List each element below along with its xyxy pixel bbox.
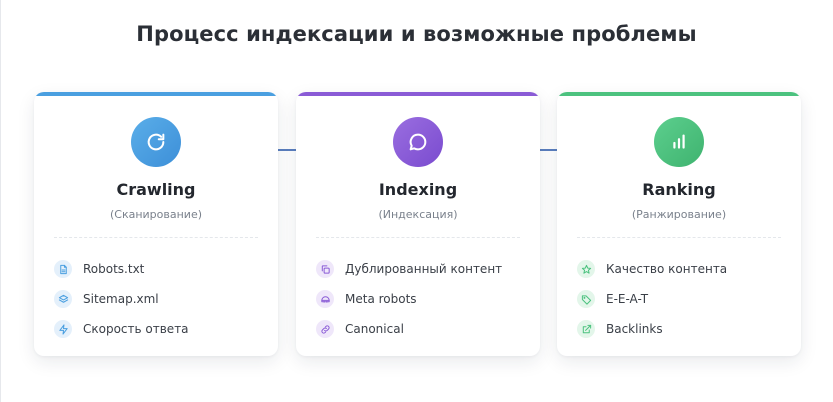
stage-subtitle: (Ранжирование) (631, 208, 727, 221)
card-top-bar (296, 92, 540, 96)
connector-crawling-indexing (278, 149, 298, 151)
refresh-icon (147, 133, 165, 151)
stage-title: Crawling (116, 180, 196, 199)
stage-icon-circle (131, 117, 181, 167)
item-label: Sitemap.xml (83, 292, 159, 306)
item-label: Скорость ответа (83, 322, 189, 336)
card-top-bar (34, 92, 278, 96)
lightning-icon (54, 320, 72, 338)
stage-subtitle: (Сканирование) (109, 208, 203, 221)
stage-title: Ranking (642, 180, 716, 199)
card-top-bar (557, 92, 801, 96)
stage-card-crawling: Crawling (Сканирование) Robots.txt Sitem… (34, 92, 278, 356)
item-label: Backlinks (606, 322, 663, 336)
card-divider (316, 237, 520, 238)
link-icon (316, 320, 334, 338)
card-divider (577, 237, 781, 238)
item-label: Дублированный контент (345, 262, 503, 276)
stage-title: Indexing (378, 180, 458, 199)
card-divider (54, 237, 258, 238)
connector-indexing-ranking (539, 149, 559, 151)
external-link-icon (577, 320, 595, 338)
page-left-border (0, 0, 1, 402)
bar-chart-icon (673, 134, 685, 149)
list-item: Дублированный контент (316, 254, 526, 284)
list-item: Backlinks (577, 314, 787, 344)
item-label: Canonical (345, 322, 404, 336)
list-item: Robots.txt (54, 254, 264, 284)
robot-icon (316, 290, 334, 308)
item-label: Meta robots (345, 292, 417, 306)
message-icon (409, 133, 427, 151)
stage-subtitle: (Индексация) (378, 208, 458, 221)
item-label: Качество контента (606, 262, 728, 276)
stage-icon-circle (654, 117, 704, 167)
page-title: Процесс индексации и возможные проблемы (136, 22, 697, 46)
list-item: Sitemap.xml (54, 284, 264, 314)
stage-card-indexing: Indexing (Индексация) Дублированный конт… (296, 92, 540, 356)
layers-icon (54, 290, 72, 308)
stage-card-ranking: Ranking (Ранжирование) Качество контента… (557, 92, 801, 356)
list-item: Meta robots (316, 284, 526, 314)
list-item: Скорость ответа (54, 314, 264, 344)
item-label: Robots.txt (83, 262, 145, 276)
tag-icon (577, 290, 595, 308)
list-item: E-E-A-T (577, 284, 787, 314)
item-label: E-E-A-T (606, 292, 649, 306)
star-icon (577, 260, 595, 278)
stage-icon-circle (393, 117, 443, 167)
list-item: Canonical (316, 314, 526, 344)
list-item: Качество контента (577, 254, 787, 284)
file-icon (54, 260, 72, 278)
copy-icon (316, 260, 334, 278)
